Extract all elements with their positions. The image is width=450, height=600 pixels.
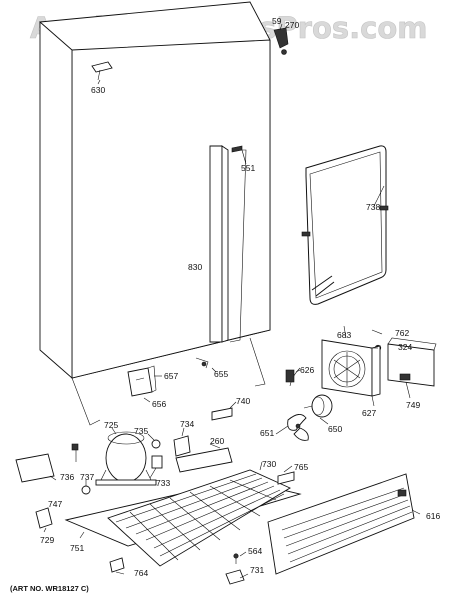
- callout-657: 657: [164, 371, 178, 381]
- callout-650: 650: [328, 424, 342, 434]
- part-764-clip: [109, 557, 125, 573]
- callout-630: 630: [91, 85, 105, 95]
- part-651-fan-blade: [287, 414, 309, 441]
- callout-260: 260: [210, 436, 224, 446]
- callout-627: 627: [362, 408, 376, 418]
- callout-733: 733: [156, 478, 170, 488]
- callout-765: 765: [294, 462, 308, 472]
- callout-564: 564: [248, 546, 262, 556]
- part-734: [173, 435, 191, 457]
- part-650-fan-motor: [303, 394, 333, 418]
- callout-655: 655: [214, 369, 228, 379]
- callout-683: 683: [337, 330, 351, 340]
- part-627-condenser-fan-shroud: [321, 339, 381, 397]
- part-733: [151, 455, 163, 469]
- callout-730: 730: [262, 459, 276, 469]
- callout-747: 747: [48, 499, 62, 509]
- part-260: [175, 447, 233, 473]
- callout-731: 731: [250, 565, 264, 575]
- callout-656: 656: [152, 399, 166, 409]
- callout-270: 270: [285, 20, 299, 30]
- part-736-bracket: [15, 443, 79, 483]
- part-731-clip: [225, 569, 245, 585]
- refrigerator-cabinet: [39, 1, 271, 426]
- part-725-compressor: [95, 431, 157, 486]
- part-765: [277, 471, 295, 485]
- callout-751: 751: [70, 543, 84, 553]
- part-730-condenser-coil: [107, 469, 291, 567]
- callout-616: 616: [426, 511, 440, 521]
- callout-830: 830: [188, 262, 202, 272]
- part-630-hinge: [91, 61, 113, 81]
- part-738-gasket: [301, 145, 389, 305]
- callout-737: 737: [80, 472, 94, 482]
- callout-740: 740: [236, 396, 250, 406]
- callout-626: 626: [300, 365, 314, 375]
- callout-762: 762: [395, 328, 409, 338]
- callout-764: 764: [134, 568, 148, 578]
- part-737: [81, 485, 91, 495]
- part-655: [195, 357, 209, 369]
- callout-729: 729: [40, 535, 54, 545]
- callout-324: 324: [398, 342, 412, 352]
- callout-651: 651: [260, 428, 274, 438]
- part-657-656-relay: [127, 365, 157, 397]
- callout-labels: 630 59 270 551 738 830 683 762 324 657 6…: [40, 16, 440, 578]
- part-762-tube: [340, 320, 374, 340]
- art-number: (ART NO. WR18127 C): [10, 584, 89, 593]
- callout-736: 736: [60, 472, 74, 482]
- part-749-bracket: [387, 337, 437, 387]
- callout-738: 738: [366, 202, 380, 212]
- part-59-270-top-hinge: [273, 27, 289, 55]
- part-735: [151, 439, 161, 449]
- leader-lines: [43, 23, 421, 579]
- callout-59: 59: [272, 16, 282, 26]
- callout-735: 735: [134, 426, 148, 436]
- callout-734: 734: [180, 419, 194, 429]
- part-740: [211, 407, 233, 421]
- callout-725: 725: [104, 420, 118, 430]
- part-564-screw: [233, 553, 239, 564]
- part-729: [35, 507, 53, 529]
- callout-551: 551: [241, 163, 255, 173]
- part-626: [285, 367, 301, 387]
- callout-749: 749: [406, 400, 420, 410]
- part-616-rear-grille: [267, 473, 415, 575]
